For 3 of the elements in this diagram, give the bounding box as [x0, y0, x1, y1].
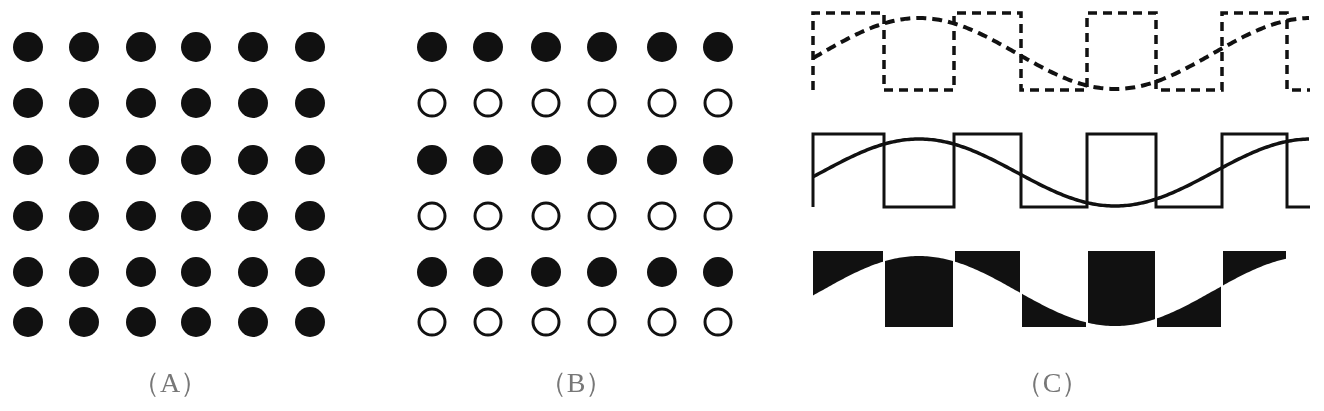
panel-label: （C）: [1014, 366, 1090, 400]
panel-label: （B）: [538, 366, 614, 400]
panel-label: （A）: [131, 366, 209, 400]
